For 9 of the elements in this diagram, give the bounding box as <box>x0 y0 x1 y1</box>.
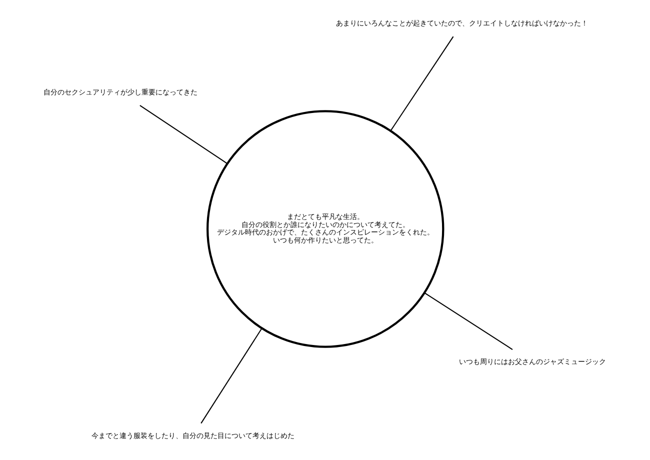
connector <box>390 36 454 132</box>
node-text: いつも周りにはお父さんのジャズミュージック <box>459 357 606 366</box>
connector <box>200 328 262 424</box>
node-circle: まだとても平凡な生活。 自分の役割とか誰になりたいのかについて考えてた。 デジタル時代のおかげで、たくさんのインスピレーションをくれた。 いつも何か作りたいと思ってた。 <box>206 110 444 348</box>
connector <box>140 104 228 164</box>
node-text: 今までと違う服装をしたり、自分の見た目について考えはじめた <box>91 431 294 440</box>
node-text: あまりにいろんなことが起きていたので、クリエイトしなければいけなかった！ <box>336 18 588 28</box>
node-text: 自分のセクシュアリティが少し重要になってきた <box>44 87 198 96</box>
connector <box>424 292 513 350</box>
